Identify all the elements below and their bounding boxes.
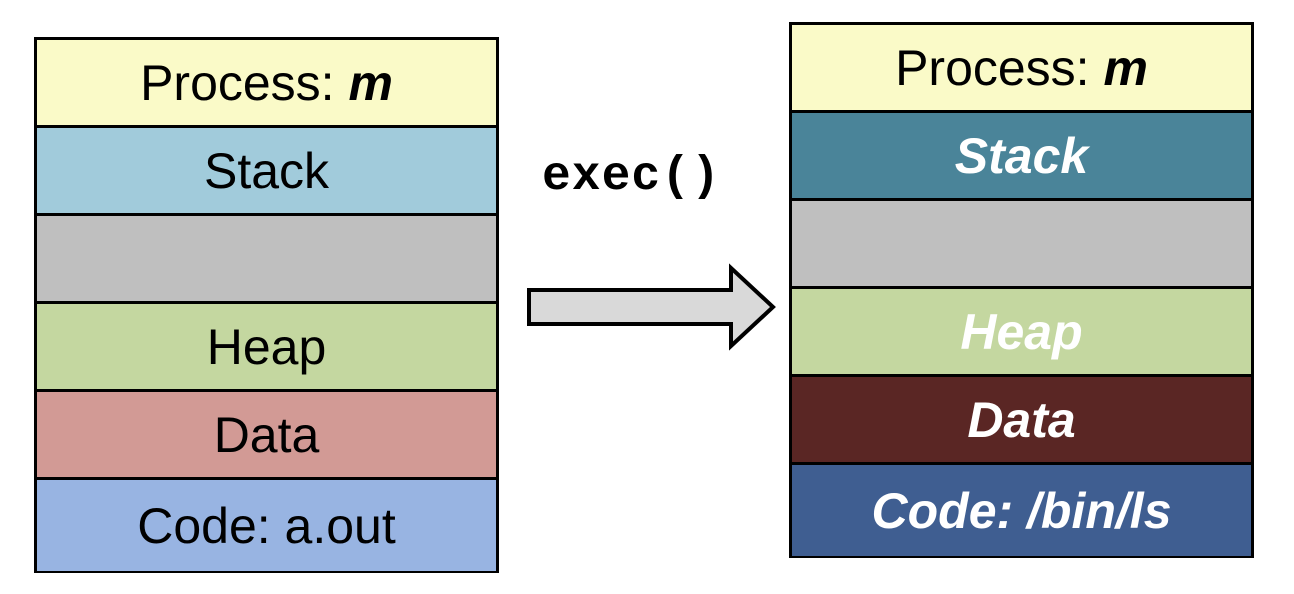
segment-code: Code: a.out: [37, 480, 496, 571]
segment-gap: [792, 201, 1251, 289]
segment-label: Stack: [954, 127, 1089, 184]
segment-code: Code: /bin/ls: [792, 465, 1251, 556]
segment-gap: [37, 216, 496, 304]
segment-process: Process: m: [37, 40, 496, 128]
memory-layout-after: Process: m Stack Heap Data Code: /bin/ls: [789, 22, 1254, 558]
segment-data: Data: [792, 377, 1251, 465]
segment-label: Process: m: [895, 39, 1148, 96]
segment-label: Process: m: [140, 54, 393, 111]
segment-label: Data: [213, 406, 320, 463]
segment-label: Code: a.out: [137, 497, 396, 554]
segment-label: Heap: [206, 318, 327, 375]
segment-heap: Heap: [792, 289, 1251, 377]
memory-layout-before: Process: m Stack Heap Data Code: a.out: [34, 37, 499, 573]
arrow-shape: [527, 263, 776, 351]
segment-stack: Stack: [792, 113, 1251, 201]
segment-label: Heap: [960, 303, 1083, 360]
segment-label: Data: [967, 391, 1076, 448]
segment-label: Stack: [203, 142, 330, 199]
segment-heap: Heap: [37, 304, 496, 392]
segment-process: Process: m: [792, 25, 1251, 113]
right-arrow-icon: [527, 263, 776, 351]
segment-label: Code: /bin/ls: [871, 482, 1172, 539]
segment-data: Data: [37, 392, 496, 480]
segment-stack: Stack: [37, 128, 496, 216]
exec-call-label: exec(): [542, 150, 721, 204]
